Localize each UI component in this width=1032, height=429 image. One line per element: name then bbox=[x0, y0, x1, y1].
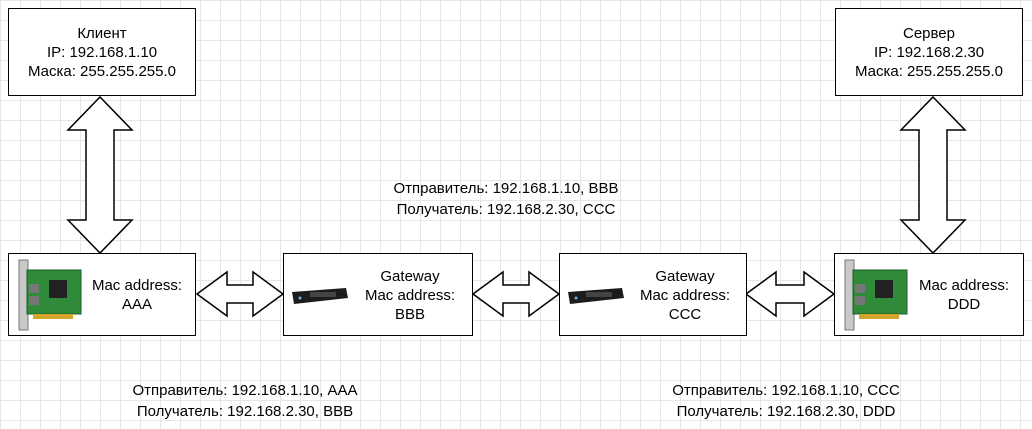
nic-gateway1-arrow bbox=[195, 270, 285, 318]
frame-middle-text: Отправитель: 192.168.1.10, BBB Получател… bbox=[356, 178, 656, 220]
gateway2-mac: CCC bbox=[668, 306, 702, 323]
client-title: Клиент bbox=[77, 24, 127, 42]
network-card-icon bbox=[18, 259, 82, 331]
frame-middle-receiver: Получатель: 192.168.2.30, CCC bbox=[396, 201, 616, 218]
server-ip: IP: 192.168.2.30 bbox=[873, 43, 985, 61]
nic-left-mac: AAA bbox=[121, 296, 152, 313]
gateway1-label: Mac address: bbox=[364, 287, 456, 304]
gateway2-nic-arrow bbox=[744, 270, 836, 318]
network-card-icon bbox=[844, 259, 908, 331]
nic-right-label: Mac address: bbox=[918, 277, 1010, 294]
server-box: Сервер IP: 192.168.2.30 Маска: 255.255.2… bbox=[835, 8, 1023, 96]
frame-left-text: Отправитель: 192.168.1.10, AAA Получател… bbox=[95, 380, 395, 422]
gateway1-title: Gateway bbox=[380, 268, 440, 285]
gateway2-title: Gateway bbox=[655, 268, 715, 285]
server-title: Сервер bbox=[902, 24, 955, 42]
nic-left-box: Mac address: AAA bbox=[8, 253, 196, 336]
nic-left-label: Mac address: bbox=[91, 277, 183, 294]
client-mask: Маска: 255.255.255.0 bbox=[27, 62, 176, 80]
frame-middle-sender: Отправитель: 192.168.1.10, BBB bbox=[393, 180, 619, 197]
nic-right-box: Mac address: DDD bbox=[834, 253, 1024, 336]
gateway1-mac: BBB bbox=[394, 306, 425, 323]
gateway1-gateway2-arrow bbox=[471, 270, 561, 318]
server-nic-arrow bbox=[899, 95, 967, 255]
frame-right-text: Отправитель: 192.168.1.10, CCC Получател… bbox=[636, 380, 936, 422]
frame-left-receiver: Получатель: 192.168.2.30, BBB bbox=[136, 403, 354, 420]
router-icon bbox=[568, 288, 624, 304]
gateway2-box: Gateway Mac address: CCC bbox=[559, 253, 747, 336]
gateway1-box: Gateway Mac address: BBB bbox=[283, 253, 473, 336]
client-nic-arrow bbox=[66, 95, 134, 255]
client-ip: IP: 192.168.1.10 bbox=[46, 43, 158, 61]
nic-right-mac: DDD bbox=[947, 296, 981, 313]
client-box: Клиент IP: 192.168.1.10 Маска: 255.255.2… bbox=[8, 8, 196, 96]
router-icon bbox=[292, 288, 348, 304]
frame-left-sender: Отправитель: 192.168.1.10, AAA bbox=[132, 382, 358, 399]
frame-right-sender: Отправитель: 192.168.1.10, CCC bbox=[672, 382, 900, 399]
server-mask: Маска: 255.255.255.0 bbox=[854, 62, 1003, 80]
frame-right-receiver: Получатель: 192.168.2.30, DDD bbox=[676, 403, 896, 420]
gateway2-label: Mac address: bbox=[639, 287, 731, 304]
